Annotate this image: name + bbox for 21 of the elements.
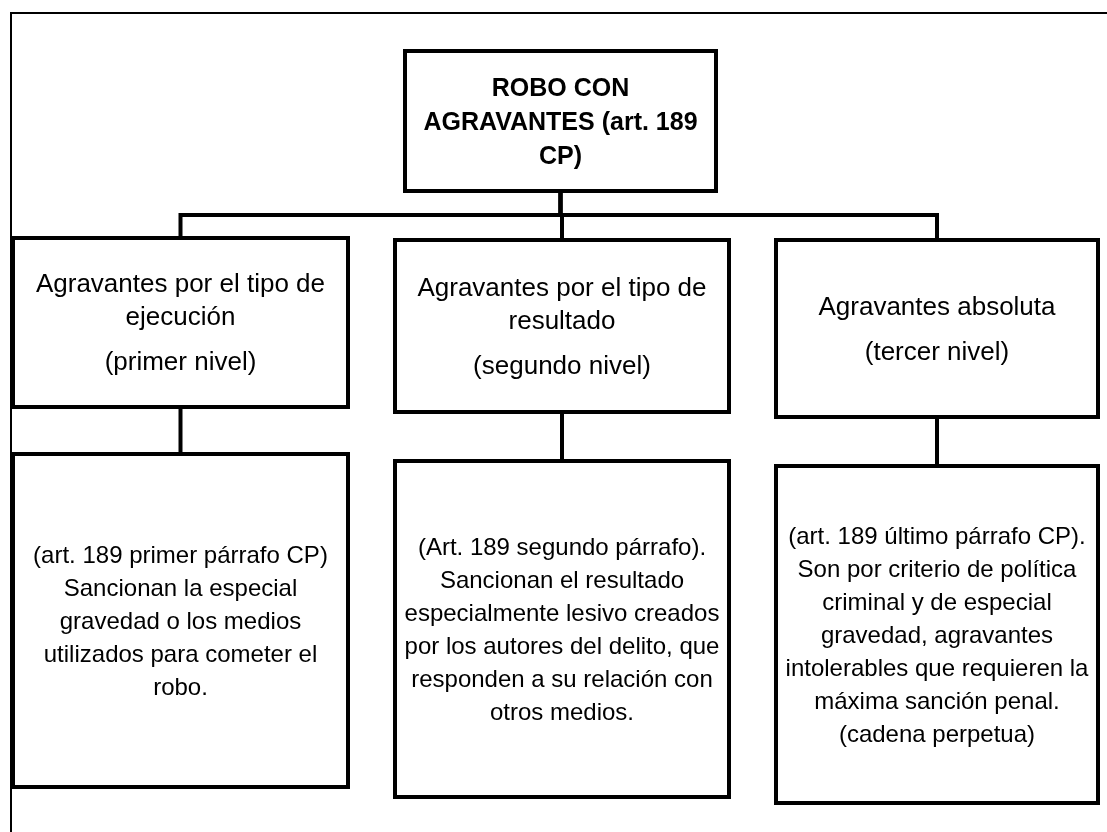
box-text: (art. 189 primer párrafo CP) Sancionan la especial gravedad o los medios utilizados para cometer el robo. <box>32 540 329 702</box>
title-box <box>403 49 718 193</box>
category-box <box>393 238 731 414</box>
box-text: Agravantes por el tipo de ejecución <box>34 267 327 333</box>
level-label: (primer nivel) <box>104 345 257 378</box>
box-text: Agravantes absoluta <box>818 289 1056 323</box>
level-label: (tercer nivel) <box>864 334 1010 368</box>
description-box <box>393 459 731 799</box>
box-text: (art. 189 último párrafo CP). Son por criterio de política criminal y de especial gravedad, agravantes intolerables que requieren la máxima sanción penal. (cadena perpetua) <box>784 521 1090 749</box>
connector-line <box>560 414 564 459</box>
level-label: (segundo nivel) <box>473 348 651 382</box>
description-box <box>11 452 350 789</box>
box-title: ROBO CON AGRAVANTES (art. 189 CP) <box>422 72 699 171</box>
category-box <box>11 236 350 409</box>
connector-line <box>935 419 939 464</box>
connector-line <box>178 409 183 452</box>
connector-line <box>558 193 939 238</box>
category-box <box>774 238 1100 419</box>
description-box <box>774 464 1100 805</box>
box-text: Agravantes por el tipo de resultado <box>416 270 708 337</box>
box-text: (Art. 189 segundo párrafo). Sancionan el resultado especialmente lesivo creados por los autores del delito, que responden a su relación con otros medios. <box>403 532 721 727</box>
